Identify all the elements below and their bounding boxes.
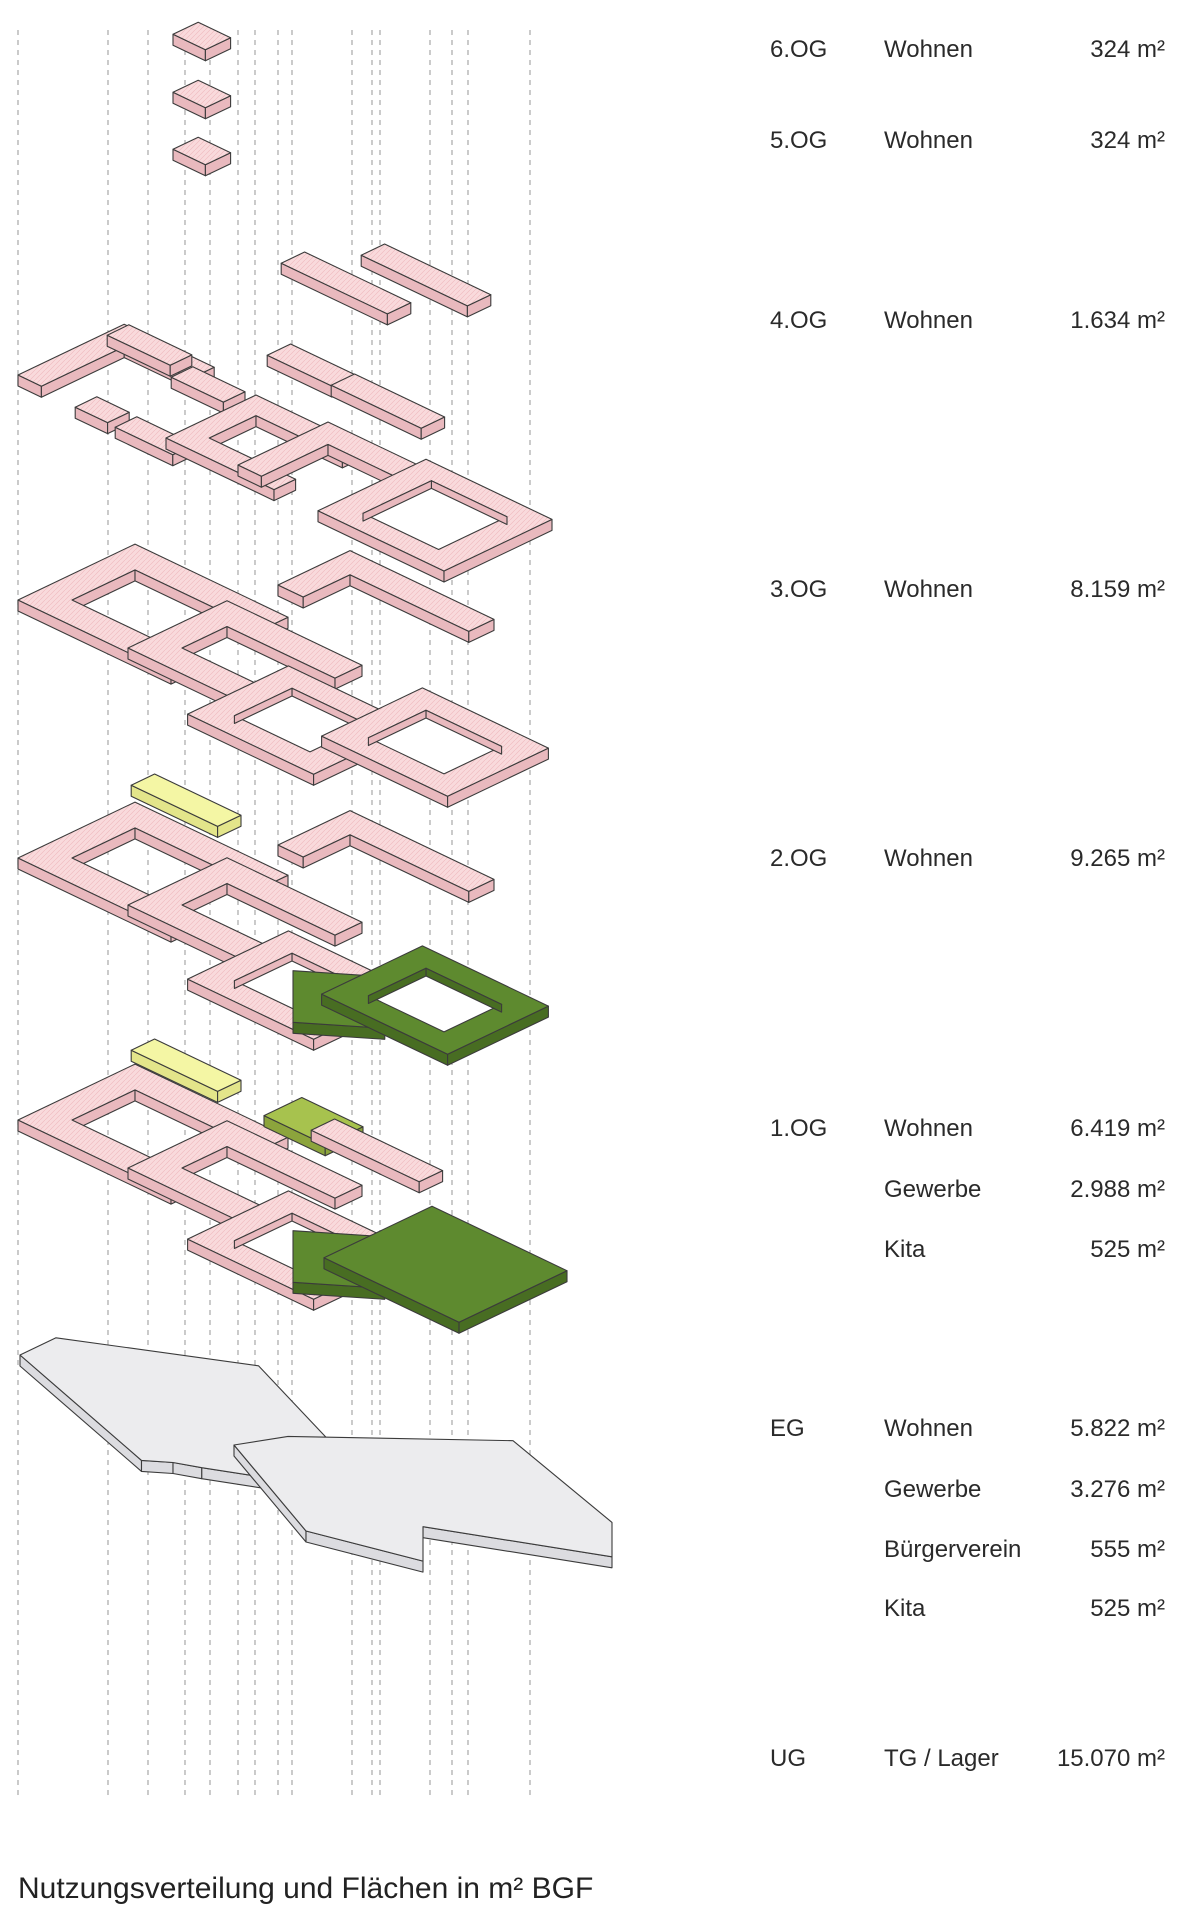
slab-ug-east: [234, 1436, 612, 1561]
caption: Nutzungsverteilung und Flächen in m² BGF: [18, 1872, 593, 1906]
slab-1og-l: [278, 811, 494, 892]
floor-plates: [18, 22, 612, 1572]
